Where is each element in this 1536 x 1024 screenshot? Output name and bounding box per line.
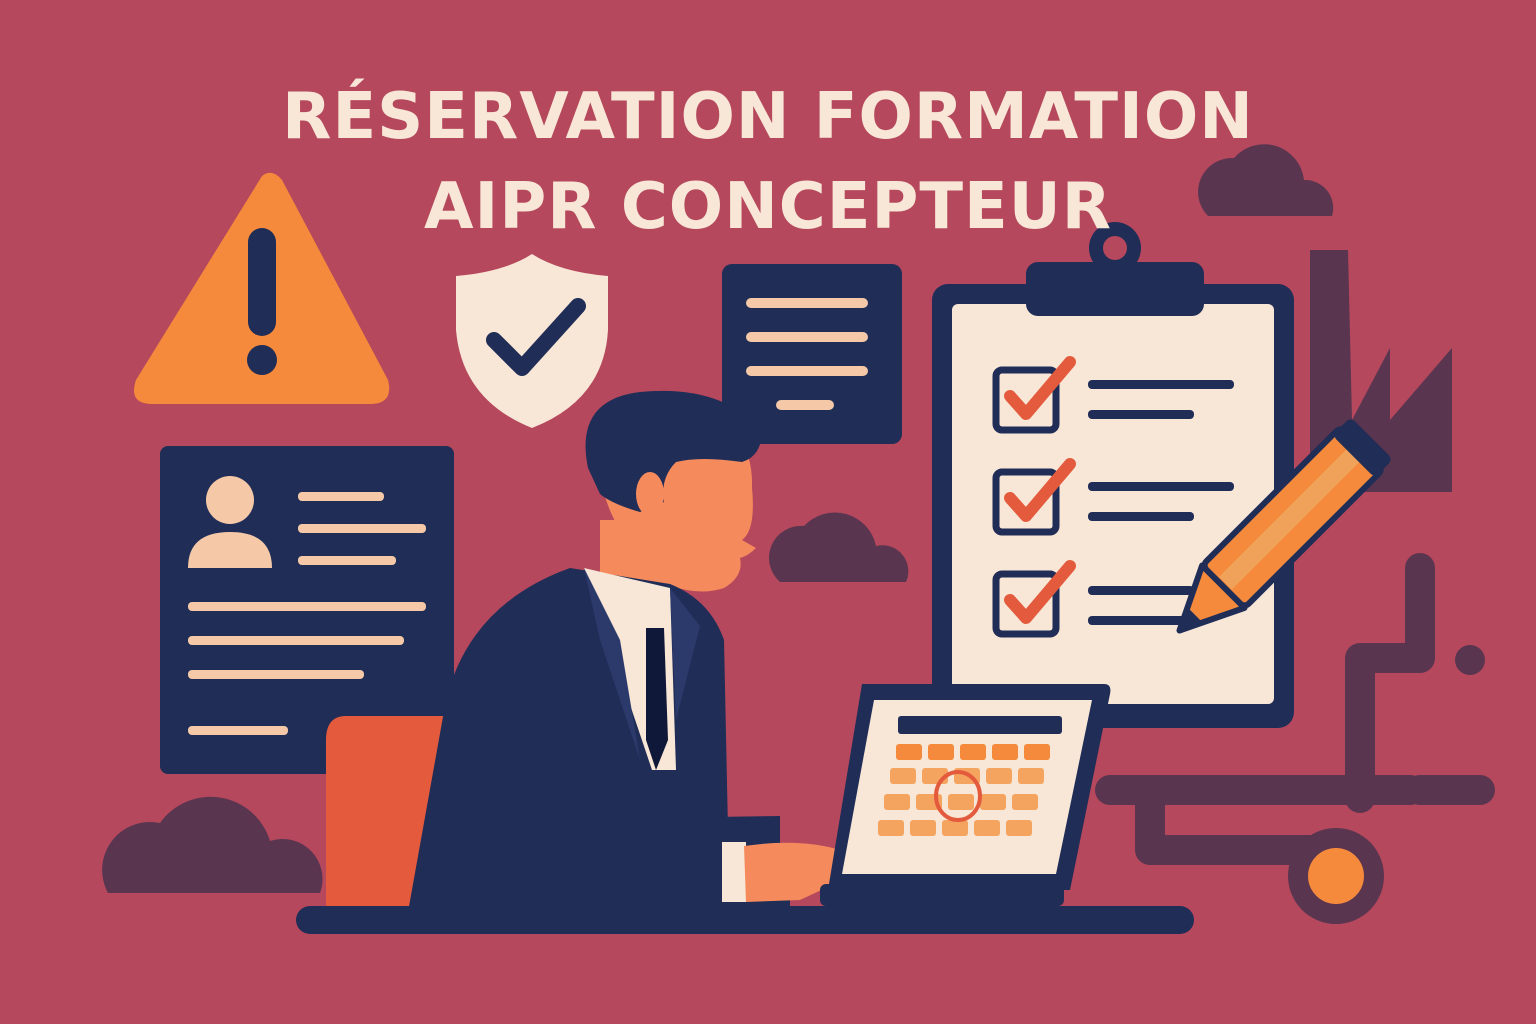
pencil-icon: [1176, 419, 1391, 634]
laptop-calendar-icon: [820, 684, 1111, 906]
title-line-2: AIPR CONCEPTEUR: [424, 170, 1112, 244]
pipe-valve-icon: [1095, 553, 1495, 865]
title-line-1: RÉSERVATION FORMATION: [282, 80, 1254, 154]
valve-wheel: [1288, 828, 1384, 924]
clipboard-checklist-icon: [932, 222, 1294, 728]
cloud-icon: [769, 512, 909, 582]
document-icon: [722, 264, 902, 444]
person-figure: [408, 390, 888, 912]
checklist-item: [992, 458, 1234, 536]
warning-icon: [134, 172, 390, 404]
shield-check-icon: [456, 254, 608, 428]
page-title: RÉSERVATION FORMATION AIPR CONCEPTEUR: [0, 72, 1536, 252]
calendar-date-highlight: [934, 770, 982, 822]
checklist-item: [992, 560, 1194, 638]
cloud-icon: [102, 796, 323, 893]
cloud-icon: [1198, 144, 1334, 216]
desk: [296, 906, 1194, 934]
checklist-item: [992, 356, 1234, 434]
id-card-icon: [160, 446, 454, 774]
